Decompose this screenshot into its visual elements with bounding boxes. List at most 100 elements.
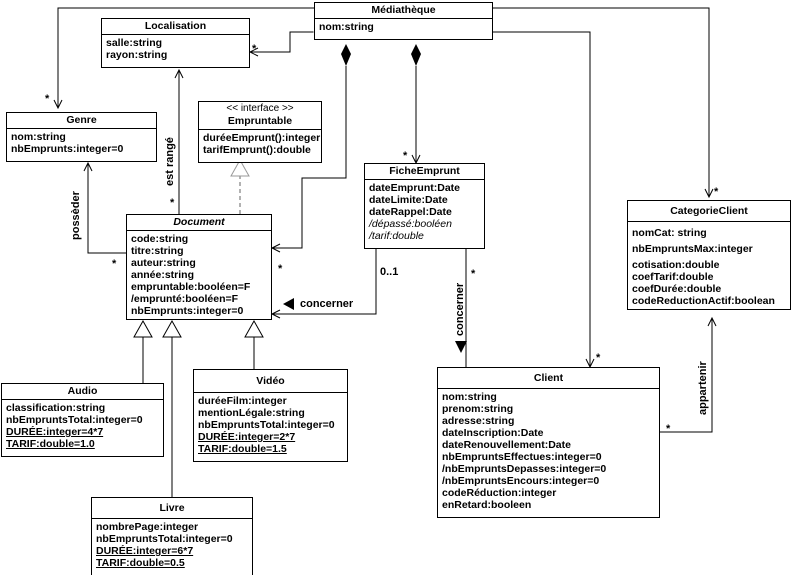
- attribute: dateLimite:Date: [369, 194, 448, 206]
- class-localisation[interactable]: Localisation salle:string rayon:string: [101, 18, 250, 68]
- class-document[interactable]: Document code:string titre:string auteur…: [126, 214, 272, 320]
- multiplicity-document-mediatheque: *: [278, 263, 283, 275]
- attribute: nbEmpruntsTotal:integer=0: [96, 533, 233, 545]
- link-document-genre: [87, 163, 126, 254]
- composition-diamond-fiche: [411, 44, 421, 66]
- label-concerner-document: concerner: [300, 298, 354, 310]
- interface-name: Empruntable: [227, 115, 293, 127]
- link-mediatheque-localisation: [250, 31, 313, 53]
- method: tarifEmprunt():double: [203, 144, 311, 156]
- attributes: dateEmprunt:Date dateLimite:Date dateRap…: [365, 180, 484, 248]
- realization-triangle: [230, 158, 250, 177]
- multiplicity-client-categorie: *: [666, 423, 671, 435]
- attributes: classification:string nbEmpruntsTotal:in…: [2, 400, 163, 456]
- class-name: FicheEmprunt: [365, 164, 484, 180]
- class-audio[interactable]: Audio classification:string nbEmpruntsTo…: [1, 383, 164, 457]
- attribute: /nbEmpruntsDepasses:integer=0: [442, 463, 607, 475]
- label-concerner-client: concerner: [454, 282, 466, 336]
- attribute: nom:string: [11, 131, 66, 143]
- static-attribute: TARIF:double=1.5: [198, 443, 287, 455]
- static-attribute: DURÉE:integer=6*7: [96, 545, 194, 557]
- attribute: classification:string: [6, 402, 106, 414]
- attribute: enRetard:booleen: [442, 499, 532, 511]
- static-attribute: DURÉE:integer=2*7: [198, 431, 296, 443]
- direction-triangle-concerner-client: [455, 341, 467, 353]
- methods: duréeEmprunt():integer tarifEmprunt():do…: [199, 130, 321, 162]
- attribute: nbEmpruntsMax:integer: [632, 243, 753, 255]
- class-categorie-client[interactable]: CategorieClient nomCat: string nbEmprunt…: [627, 200, 791, 310]
- class-genre[interactable]: Genre nom:string nbEmprunts:integer=0: [6, 112, 157, 162]
- arrow-head-document: [270, 243, 281, 253]
- arrow-head-appartenir: [707, 316, 717, 327]
- static-attribute: DURÉE:integer=4*7: [6, 426, 104, 438]
- attributes: nomCat: string nbEmpruntsMax:integer cot…: [628, 222, 790, 309]
- attribute: titre:string: [131, 245, 184, 257]
- class-mediatheque[interactable]: Médiathèque nom:string: [314, 2, 493, 40]
- class-livre[interactable]: Livre nombrePage:integer nbEmpruntsTotal…: [91, 497, 253, 575]
- label-appartenir: appartenir: [697, 361, 709, 415]
- attribute: nom:string: [442, 391, 497, 403]
- interface-empruntable[interactable]: << interface >> Empruntable duréeEmprunt…: [198, 101, 322, 163]
- multiplicity-fiche-mediatheque: *: [403, 150, 408, 162]
- class-name: << interface >> Empruntable: [199, 102, 321, 130]
- multiplicity-localisation: *: [252, 43, 257, 55]
- link-fiche-document: [272, 248, 377, 315]
- arrow-head-genre: [53, 99, 63, 110]
- class-video[interactable]: Vidéo duréeFilm:integer mentionLégale:st…: [193, 369, 348, 462]
- attribute: /dépassé:booléen: [369, 218, 452, 230]
- attributes: code:string titre:string auteur:string a…: [127, 231, 271, 319]
- static-attribute: TARIF:double=0.5: [96, 557, 185, 569]
- static-attribute: TARIF:double=1.0: [6, 438, 95, 450]
- attribute: nbEmpruntsTotal:integer=0: [6, 414, 143, 426]
- gen-triangle-video: [244, 319, 264, 338]
- attribute: nomCat: string: [632, 227, 707, 239]
- class-client[interactable]: Client nom:string prenom:string adresse:…: [437, 367, 660, 518]
- class-name: Audio: [2, 384, 163, 400]
- attribute: coefDurée:double: [632, 283, 722, 295]
- attributes: nom:string: [315, 19, 492, 39]
- attribute: rayon:string: [106, 49, 168, 61]
- arrow-head-est-range: [174, 68, 184, 79]
- attribute: auteur:string: [131, 257, 196, 269]
- label-est-range: est rangé: [164, 137, 176, 186]
- attribute: code:string: [131, 233, 189, 245]
- attribute: codeReductionActif:boolean: [632, 295, 775, 307]
- class-name: CategorieClient: [628, 201, 790, 222]
- attributes: nombrePage:integer nbEmpruntsTotal:integ…: [92, 519, 252, 575]
- class-fiche-emprunt[interactable]: FicheEmprunt dateEmprunt:Date dateLimite…: [364, 163, 485, 249]
- attribute: codeRéduction:integer: [442, 487, 557, 499]
- multiplicity-fiche-document: 0..1: [380, 266, 399, 278]
- label-posseder: possèder: [70, 191, 82, 240]
- attribute: /emprunté:booléen=F: [131, 293, 239, 305]
- arrow-head-localisation: [248, 47, 259, 57]
- method: duréeEmprunt():integer: [203, 132, 321, 144]
- attribute: dateRenouvellement:Date: [442, 439, 571, 451]
- attribute: /nbEmpruntsEncours:integer=0: [442, 475, 600, 487]
- multiplicity-document-localisation: *: [170, 197, 175, 209]
- attribute: nbEmpruntsTotal:integer=0: [198, 419, 335, 431]
- arrow-head-concerner-doc: [270, 309, 281, 319]
- class-name: Médiathèque: [315, 3, 492, 19]
- attributes: duréeFilm:integer mentionLégale:string n…: [194, 393, 347, 461]
- link-client-categorie: [660, 318, 713, 433]
- link-mediatheque-document: [272, 66, 347, 249]
- attributes: nom:string prenom:string adresse:string …: [438, 389, 659, 517]
- attribute: /tarif:double: [369, 230, 424, 242]
- attribute: nbEmpruntsEffectues:integer=0: [442, 451, 602, 463]
- class-name: Livre: [92, 498, 252, 519]
- attribute: dateEmprunt:Date: [369, 182, 461, 194]
- class-name: Genre: [7, 113, 156, 129]
- class-name: Client: [438, 368, 659, 389]
- link-mediatheque-client: [493, 31, 591, 367]
- attribute: cotisation:double: [632, 259, 720, 271]
- attributes: nom:string nbEmprunts:integer=0: [7, 129, 156, 161]
- arrow-head-categorie: [704, 188, 714, 199]
- attribute: adresse:string: [442, 415, 515, 427]
- arrow-head-posseder: [83, 161, 93, 172]
- direction-triangle-concerner-doc: [283, 298, 294, 310]
- gen-triangle-audio: [133, 319, 153, 338]
- attribute: prenom:string: [442, 403, 514, 415]
- attribute: salle:string: [106, 37, 163, 49]
- attribute: nombrePage:integer: [96, 521, 199, 533]
